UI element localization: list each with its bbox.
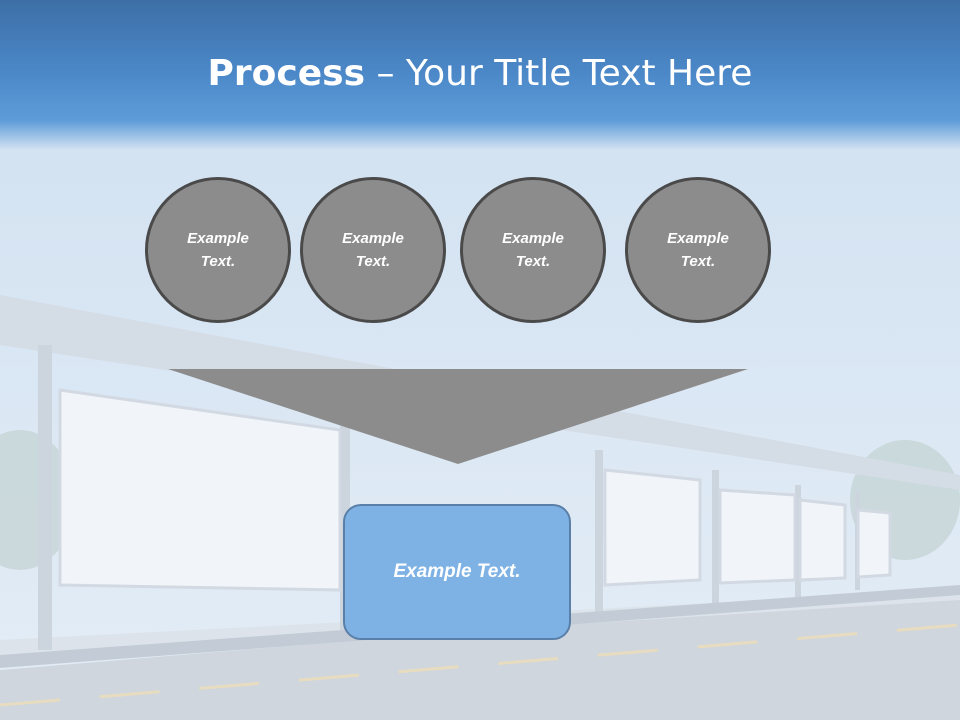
process-result-label: Example Text.: [393, 561, 521, 582]
process-step-3: Example Text.: [460, 177, 606, 323]
process-step-4-label: Example Text.: [667, 230, 729, 270]
title-bold: Process: [207, 53, 366, 94]
process-step-1: Example Text.: [145, 177, 291, 323]
slide-title: Process – Your Title Text Here: [0, 52, 960, 96]
process-step-4: Example Text.: [625, 177, 771, 323]
process-step-2-label: Example Text.: [342, 230, 404, 270]
process-step-1-label: Example Text.: [187, 230, 249, 270]
process-step-2: Example Text.: [300, 177, 446, 323]
title-rest: – Your Title Text Here: [365, 53, 753, 94]
process-step-3-label: Example Text.: [502, 230, 564, 270]
process-result-box: Example Text.: [343, 504, 571, 640]
title-band: [0, 0, 960, 150]
